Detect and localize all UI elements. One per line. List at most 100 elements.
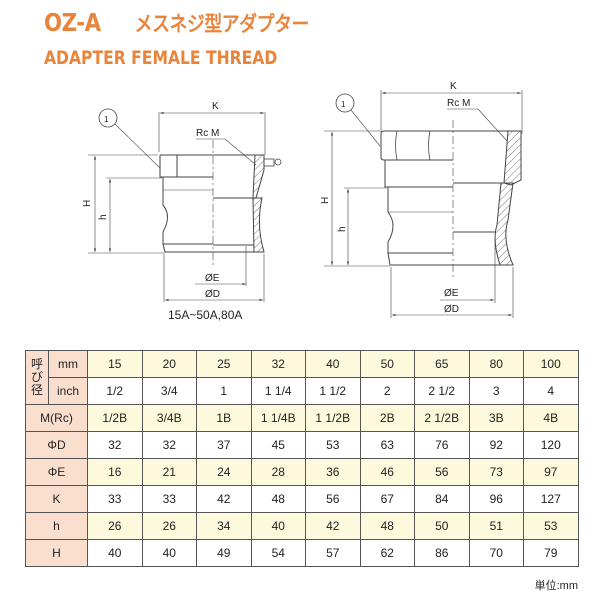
table-cell: 42	[196, 485, 252, 513]
table-cell: 24	[196, 458, 252, 486]
table-cell: 40	[141, 539, 197, 567]
table-cell: 3/4	[141, 377, 197, 405]
drawing-small-labels: K 1 Rc M H h ØE ØD 15A~50A,80A	[82, 101, 242, 322]
label-RcM: Rc M	[196, 128, 219, 139]
table-cell: 56	[414, 458, 470, 486]
table-cell: 2	[359, 377, 415, 405]
table-cell: 4B	[523, 404, 579, 432]
table-cell: 21	[141, 458, 197, 486]
table-row-inch: inch 1/2 3/4 1 1 1/4 1 1/2 2 2 1/2 3 4	[26, 377, 579, 405]
row-header: H	[25, 539, 88, 567]
table-cell: 50	[414, 512, 470, 540]
label-D: ØD	[205, 289, 220, 300]
table-cell: 96	[468, 485, 524, 513]
label-RcM: Rc M	[447, 98, 470, 109]
table-cell: 1/2	[87, 377, 143, 405]
row-header: ΦE	[25, 458, 88, 486]
table-cell: 26	[87, 512, 143, 540]
table-cell: 46	[359, 458, 415, 486]
table-cell: 63	[359, 431, 415, 459]
label-h: h	[98, 214, 109, 220]
table-cell: 40	[305, 350, 361, 378]
table-cell: 45	[250, 431, 306, 459]
table-row-h: h 26 26 34 40 42 48 50 51 53	[25, 512, 579, 540]
label-K: K	[212, 101, 219, 112]
row-header: ΦD	[25, 431, 88, 459]
table-cell: 1 1/4B	[250, 404, 306, 432]
table-cell: 65	[414, 350, 470, 378]
table-cell: 100	[523, 350, 579, 378]
table-cell: 53	[523, 512, 579, 540]
table-cell: 25	[196, 350, 252, 378]
label-D: ØD	[444, 304, 459, 315]
table-cell: 51	[468, 512, 524, 540]
table-cell: 33	[141, 485, 197, 513]
row-header: mm	[48, 350, 88, 378]
table-cell: 48	[359, 512, 415, 540]
table-cell: 76	[414, 431, 470, 459]
table-cell: 79	[523, 539, 579, 567]
spec-table: 呼 び 径 mm 15 20 25 32 40 50 65 80 100 inc…	[25, 350, 579, 567]
table-cell: 2 1/2B	[414, 404, 470, 432]
table-row-mm: 呼 び 径 mm 15 20 25 32 40 50 65 80 100	[25, 350, 579, 405]
table-cell: 3/4B	[141, 404, 197, 432]
table-cell: 73	[468, 458, 524, 486]
table-cell: 3B	[468, 404, 524, 432]
table-cell: 62	[359, 539, 415, 567]
table-cell: 86	[414, 539, 470, 567]
table-row-E: ΦE 16 21 24 28 36 46 56 73 97	[25, 458, 579, 486]
drawing-caption: 15A~50A,80A	[168, 308, 242, 322]
label-E: ØE	[444, 288, 459, 299]
label-H: H	[82, 200, 93, 207]
product-subtitle: ADAPTER FEMALE THREAD	[44, 47, 278, 69]
table-row-thread: M(Rc) 1/2B 3/4B 1B 1 1/4B 1 1/2B 2B 2 1/…	[25, 404, 579, 432]
row-header: h	[25, 512, 88, 540]
table-cell: 40	[87, 539, 143, 567]
table-cell: 15	[87, 350, 143, 378]
label-E: ØE	[205, 273, 220, 284]
table-cell: 1 1/4	[250, 377, 306, 405]
table-cell: 32	[141, 431, 197, 459]
table-cell: 42	[305, 512, 361, 540]
table-cell: 34	[196, 512, 252, 540]
table-cell: 67	[359, 485, 415, 513]
table-cell: 36	[305, 458, 361, 486]
table-cell: 50	[359, 350, 415, 378]
table-cell: 56	[305, 485, 361, 513]
balloon-number: 1	[104, 115, 109, 124]
table-cell: 32	[250, 350, 306, 378]
table-cell: 3	[468, 377, 524, 405]
table-cell: 4	[523, 377, 579, 405]
table-cell: 120	[523, 431, 579, 459]
table-cell: 26	[141, 512, 197, 540]
table-cell: 57	[305, 539, 361, 567]
row-header: M(Rc)	[25, 404, 88, 432]
table-cell: 20	[141, 350, 197, 378]
table-row-K: K 33 33 42 48 56 67 84 96 127	[25, 485, 579, 513]
table-cell: 1	[196, 377, 252, 405]
model-code: OZ-A	[44, 8, 101, 37]
table-cell: 84	[414, 485, 470, 513]
table-row-D: ΦD 32 32 37 45 53 63 76 92 120	[25, 431, 579, 459]
drawing-small-sizes	[88, 108, 282, 302]
table-cell: 28	[250, 458, 306, 486]
drawing-large-sizes	[324, 90, 523, 318]
table-cell: 32	[87, 431, 143, 459]
table-cell: 40	[250, 512, 306, 540]
table-cell: 33	[87, 485, 143, 513]
unit-note: 単位:mm	[534, 580, 578, 592]
row-header: K	[25, 485, 88, 513]
nominal-size-header: 呼 び 径	[25, 350, 49, 405]
table-cell: 92	[468, 431, 524, 459]
row-header: inch	[48, 377, 88, 405]
table-cell: 2 1/2	[414, 377, 470, 405]
balloon-number: 1	[341, 100, 346, 109]
table-cell: 1 1/2	[305, 377, 361, 405]
technical-drawings: K 1 Rc M H h ØE ØD 15A~50A,80A	[82, 81, 523, 322]
table-cell: 97	[523, 458, 579, 486]
label-K: K	[450, 81, 457, 92]
label-h: h	[337, 226, 348, 232]
table-cell: 127	[523, 485, 579, 513]
table-cell: 54	[250, 539, 306, 567]
table-cell: 16	[87, 458, 143, 486]
